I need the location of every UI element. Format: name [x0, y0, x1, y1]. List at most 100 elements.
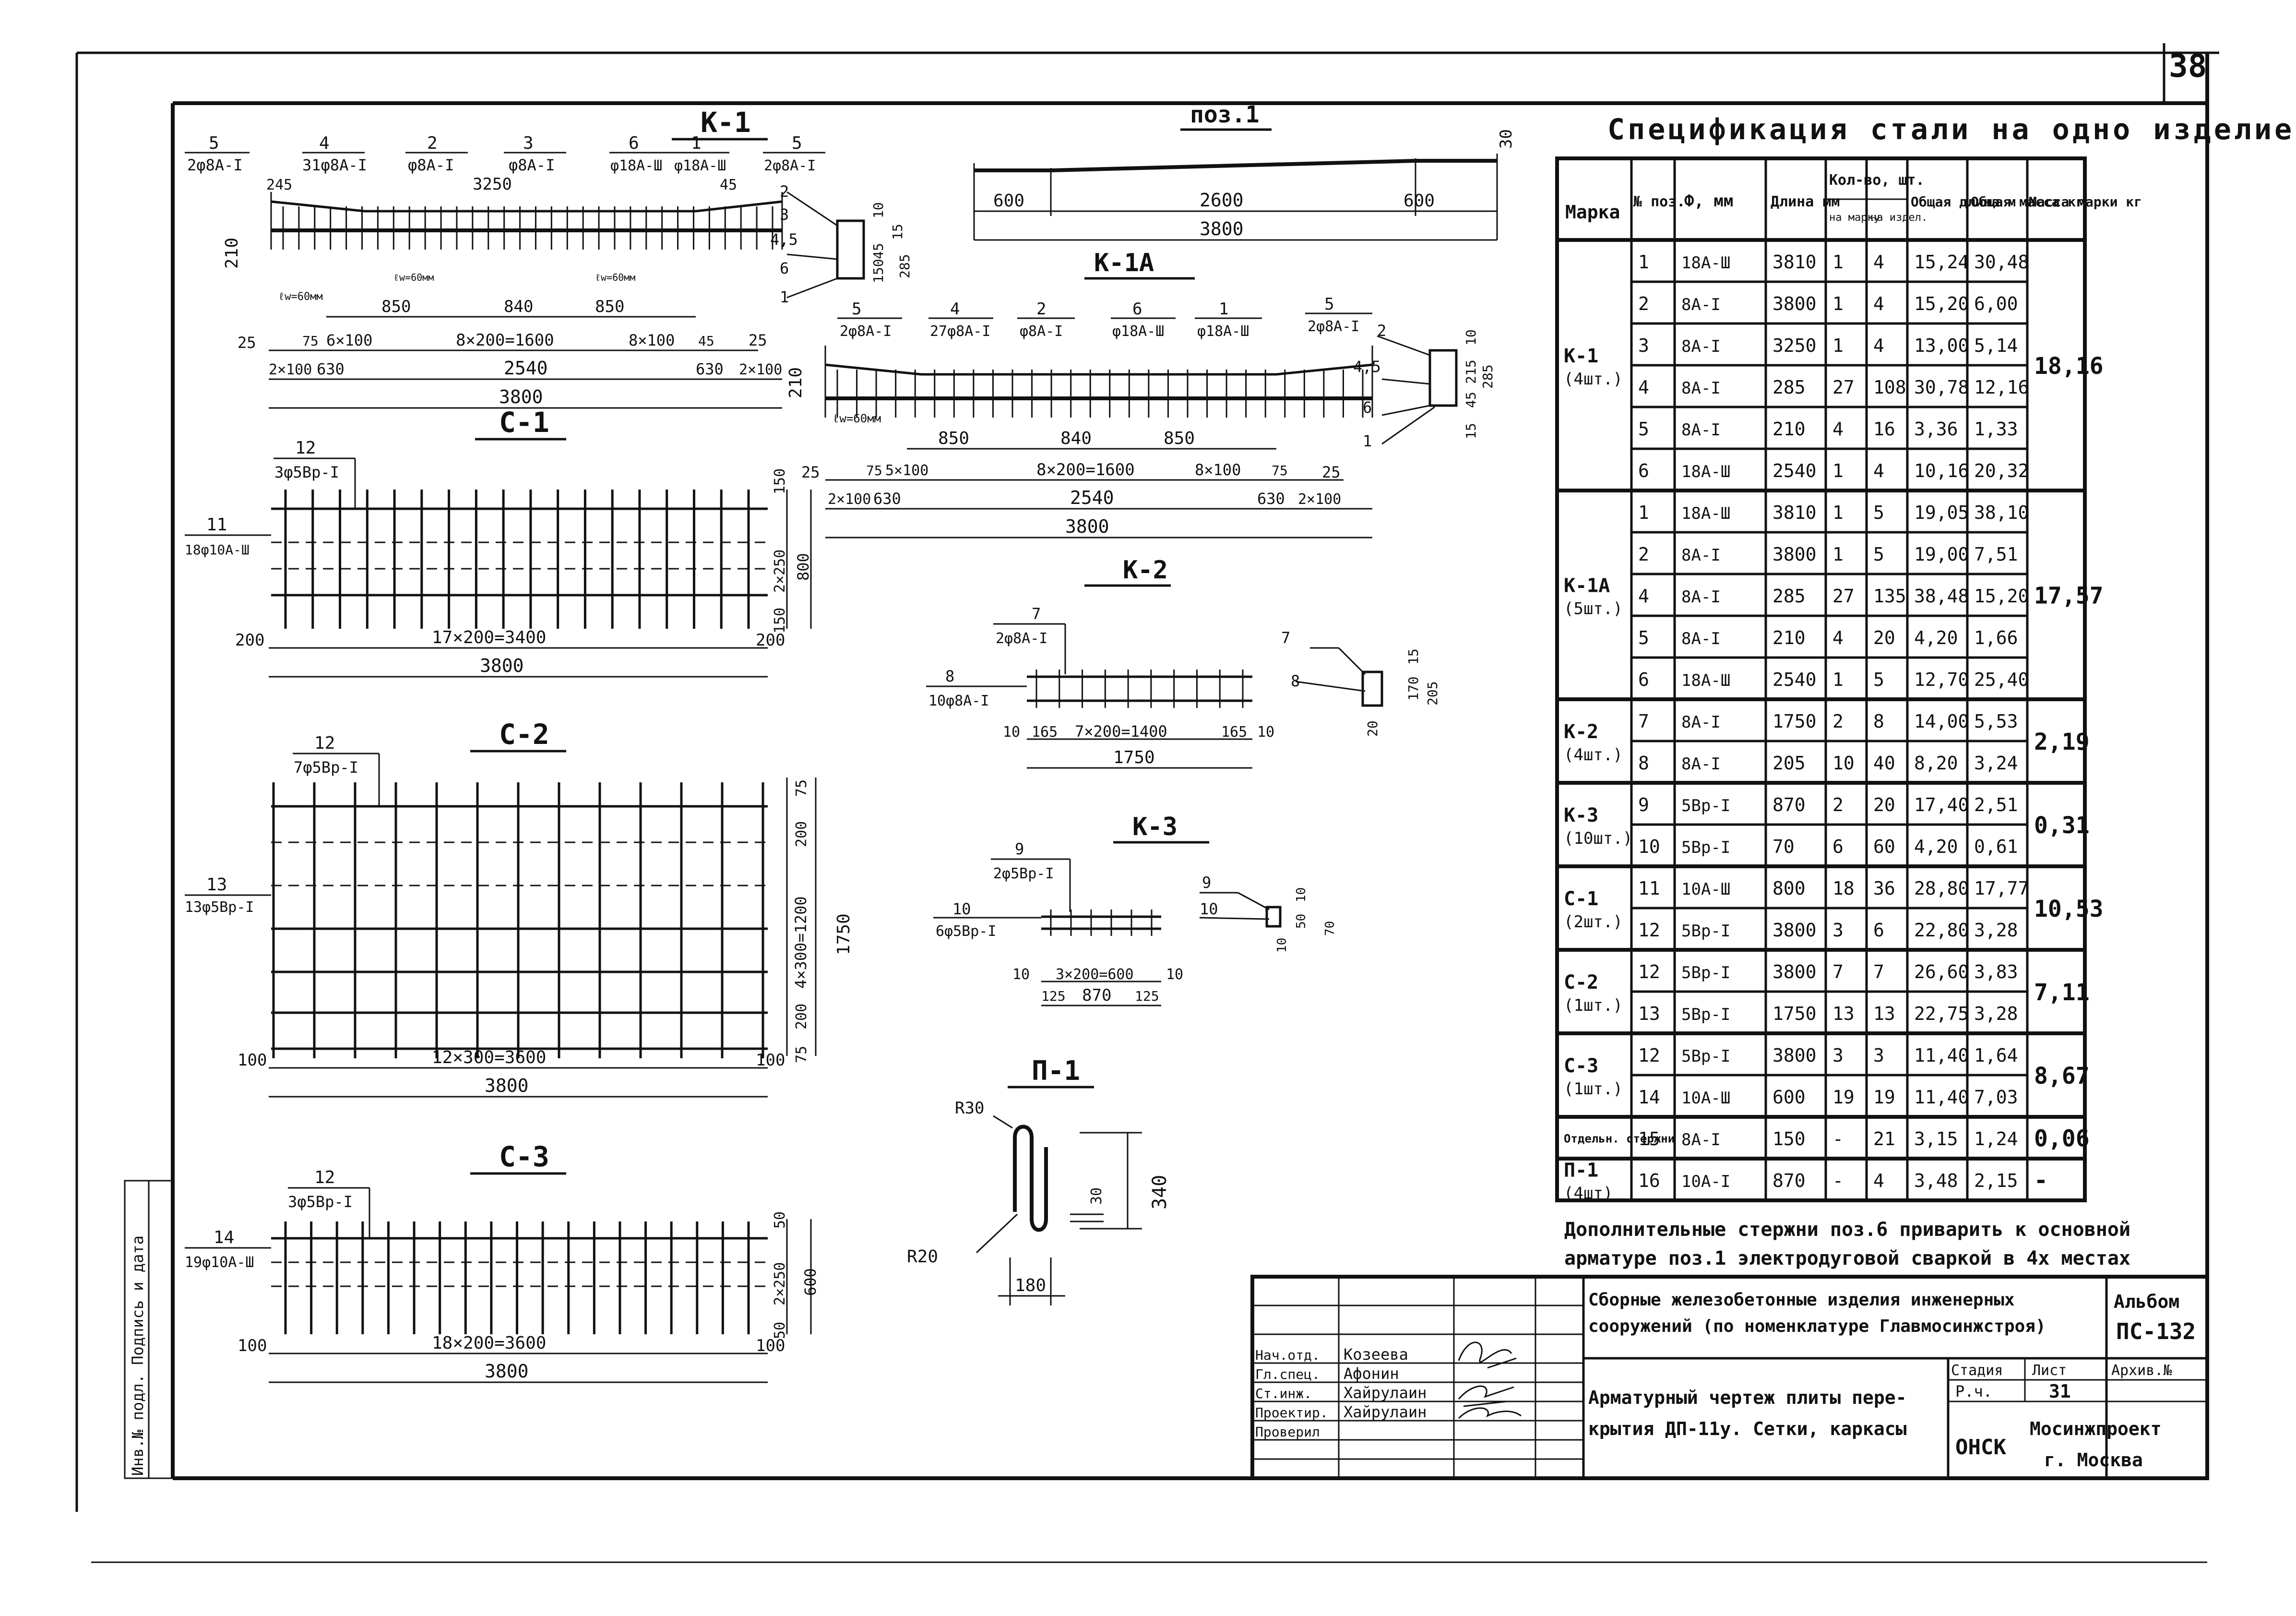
spec-cell-pos: 15: [1638, 1128, 1660, 1149]
spec-cell-pos: 1: [1638, 251, 1649, 273]
k1-dim-840: 840: [504, 297, 533, 316]
spec-cell-total-len: 22,75: [1914, 1003, 1969, 1024]
spec-cell-len: 1750: [1773, 1003, 1817, 1024]
c1-left-n: 11: [206, 515, 227, 535]
k1-dim-25b: 25: [749, 331, 767, 349]
k1-dim-25a: 25: [238, 334, 256, 352]
spec-header-len: Длина мм: [1771, 193, 1840, 210]
c1-dim-17x200: 17×200=3400: [432, 628, 546, 647]
c2-title: С-2: [499, 718, 549, 751]
spec-cell-total-mass: 15,20: [1974, 586, 2029, 607]
spec-cell-total-len: 11,40: [1914, 1045, 1969, 1066]
spec-cell-qty-mark: -: [1832, 1170, 1844, 1191]
c1-dim-2x250: 2×250: [772, 550, 788, 593]
k3-sec-50: 50: [1294, 914, 1309, 929]
spec-cell-pos: 14: [1638, 1087, 1660, 1108]
k1a-dim-25a: 25: [801, 463, 820, 481]
c3-dim-600: 600: [801, 1268, 820, 1296]
k1-dim-850b: 850: [595, 297, 624, 316]
spec-cell-dia: 10А-Ш: [1681, 1089, 1730, 1108]
k3-dim-870: 870: [1082, 986, 1111, 1005]
k1-dim-630b: 630: [696, 360, 724, 378]
k1a-callout-5-n: 1: [1219, 299, 1228, 319]
k1a-callout-3-d: φ8А-I: [1020, 323, 1063, 340]
k3-sec-10: 10: [1200, 900, 1218, 918]
spec-group-count: (5шт.): [1564, 599, 1623, 619]
k1a-stirrups: [836, 370, 1364, 418]
spec-cell-pos: 12: [1638, 961, 1660, 982]
k1-dim-850a: 850: [381, 297, 411, 316]
k3-sec-9: 9: [1202, 874, 1211, 892]
spec-cell-qty-item: 60: [1873, 836, 1895, 857]
spec-cell-dia: 8А-I: [1681, 546, 1721, 565]
k1-lw-3: ℓw=60мм: [595, 272, 635, 283]
side-stamp: Инв.№ подл. Подпись и дата: [129, 1235, 147, 1476]
k2-dim-165b: 165: [1221, 724, 1247, 741]
specification-table: Спецификация стали на одно изделие Марка…: [1555, 113, 2295, 1203]
k3-dim-125b: 125: [1135, 988, 1159, 1004]
k1a-callout-4-n: 6: [1132, 299, 1142, 319]
spec-cell-total-len: 10,16: [1914, 460, 1969, 481]
k2-sec-170: 170: [1405, 676, 1421, 701]
tb-org: Мосинжпроект: [2030, 1418, 2162, 1439]
spec-cell-dia: 5Вр-I: [1681, 963, 1730, 982]
k3-top-n: 9: [1015, 840, 1024, 858]
spec-cell-total-mass: 5,53: [1974, 711, 2018, 732]
spec-cell-qty-mark: 1: [1832, 460, 1844, 481]
k1a-dim-850b: 850: [1164, 429, 1195, 448]
spec-group-count: (10шт.): [1564, 829, 1632, 848]
spec-cell-dia: 5Вр-I: [1681, 922, 1730, 941]
spec-cell-total-len: 17,40: [1914, 794, 1969, 815]
spec-cell-total-len: 3,48: [1914, 1170, 1958, 1191]
c3-dim-50b: 50: [772, 1322, 788, 1339]
c2-dim-1750: 1750: [834, 913, 854, 955]
c2-dim-75b: 75: [793, 1046, 810, 1063]
spec-cell-qty-mark: 27: [1832, 586, 1855, 607]
p1-r20: R20: [907, 1247, 938, 1267]
c2-mesh: [271, 782, 768, 1058]
spec-group-mass: 10,53: [2034, 896, 2104, 922]
spec-cell-total-len: 14,00: [1914, 711, 1969, 732]
pos1-dim-600a: 600: [993, 191, 1024, 211]
tb-role-1: Гл.спец.: [1255, 1366, 1320, 1382]
spec-cell-total-len: 8,20: [1914, 753, 1958, 774]
spec-group-mass: 17,57: [2034, 583, 2104, 610]
spec-cell-qty-item: 108: [1873, 377, 1906, 398]
k3-dim-10b: 10: [1166, 966, 1183, 983]
spec-cell-qty-mark: -: [1832, 1128, 1844, 1149]
k2-top-d: 2φ8А-I: [996, 630, 1047, 647]
spec-title: Спецификация стали на одно изделие: [1607, 113, 2295, 146]
k3-left-n: 10: [952, 900, 971, 918]
spec-cell-dia: 8А-I: [1681, 587, 1721, 607]
k1a-sec-dim-285: 285: [1480, 364, 1496, 389]
spec-cell-total-len: 19,00: [1914, 544, 1969, 565]
c1-dim-200a: 200: [235, 631, 264, 650]
k2-sec-8: 8: [1291, 672, 1300, 690]
k1-callout-5-d: φ18А-Ш: [610, 157, 662, 174]
k3-left-d: 6φ5Вр-I: [936, 923, 996, 940]
spec-cell-total-len: 28,80: [1914, 878, 1969, 899]
c2-dim-200a: 200: [793, 821, 810, 847]
spec-cell-total-mass: 5,14: [1974, 335, 2018, 356]
spec-cell-dia: 8А-I: [1681, 1130, 1721, 1149]
c1-mesh: [271, 490, 768, 629]
c3-mesh: [271, 1221, 768, 1334]
spec-cell-qty-mark: 4: [1832, 627, 1844, 648]
tb-name-3: Хайрулаин: [1344, 1403, 1427, 1421]
k1a-sec-dim-10: 10: [1463, 329, 1479, 346]
spec-cell-qty-mark: 1: [1832, 544, 1844, 565]
spec-cell-qty-item: 21: [1873, 1128, 1895, 1149]
k3-dim-10a: 10: [1012, 966, 1030, 983]
k2-dim-165a: 165: [1032, 724, 1058, 741]
c1-title: С-1: [499, 406, 549, 439]
k1a-dim-2540: 2540: [1070, 487, 1114, 508]
spec-cell-qty-item: 19: [1873, 1087, 1895, 1108]
k3-sec-10b: 10: [1275, 938, 1289, 953]
spec-cell-pos: 5: [1638, 419, 1649, 440]
k1-callout-3-n: 2: [427, 133, 438, 153]
spec-cell-len: 150: [1773, 1128, 1806, 1149]
k2-title: К-2: [1123, 556, 1168, 585]
spec-cell-pos: 10: [1638, 836, 1660, 857]
